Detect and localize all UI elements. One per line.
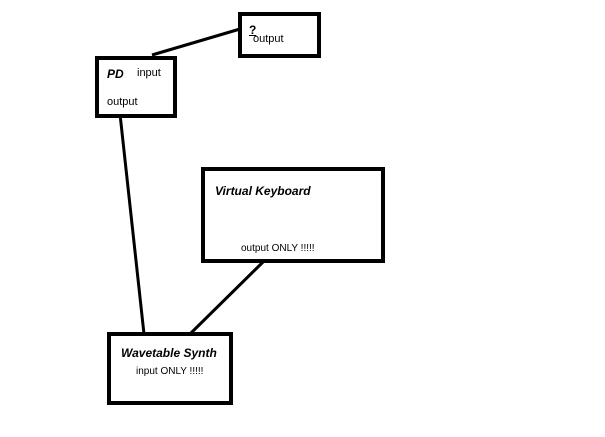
wavetable-synth-node-title: Wavetable Synth — [121, 346, 217, 360]
connector-pd-to-wavetable-synth — [118, 113, 146, 335]
wavetable-synth-node[interactable]: Wavetable Synth input ONLY !!!!! — [107, 332, 233, 405]
wavetable-synth-node-input-label: input ONLY !!!!! — [136, 366, 204, 377]
connector-virtual-keyboard-to-wavetable-synth — [189, 259, 266, 335]
pd-node-output-label: output — [107, 96, 138, 108]
virtual-keyboard-node-title: Virtual Keyboard — [215, 184, 311, 198]
pd-node-title: PD — [107, 67, 124, 81]
connector-pd-to-question — [151, 27, 241, 57]
virtual-keyboard-node[interactable]: Virtual Keyboard output ONLY !!!!! — [201, 167, 385, 263]
question-node-output-label: output — [253, 33, 284, 45]
pd-node-input-label: input — [137, 67, 161, 79]
virtual-keyboard-node-output-label: output ONLY !!!!! — [241, 243, 315, 254]
question-node[interactable]: ? output — [238, 12, 321, 58]
question-node-mark: ? — [249, 23, 257, 37]
pd-node[interactable]: PD input output — [95, 56, 177, 118]
